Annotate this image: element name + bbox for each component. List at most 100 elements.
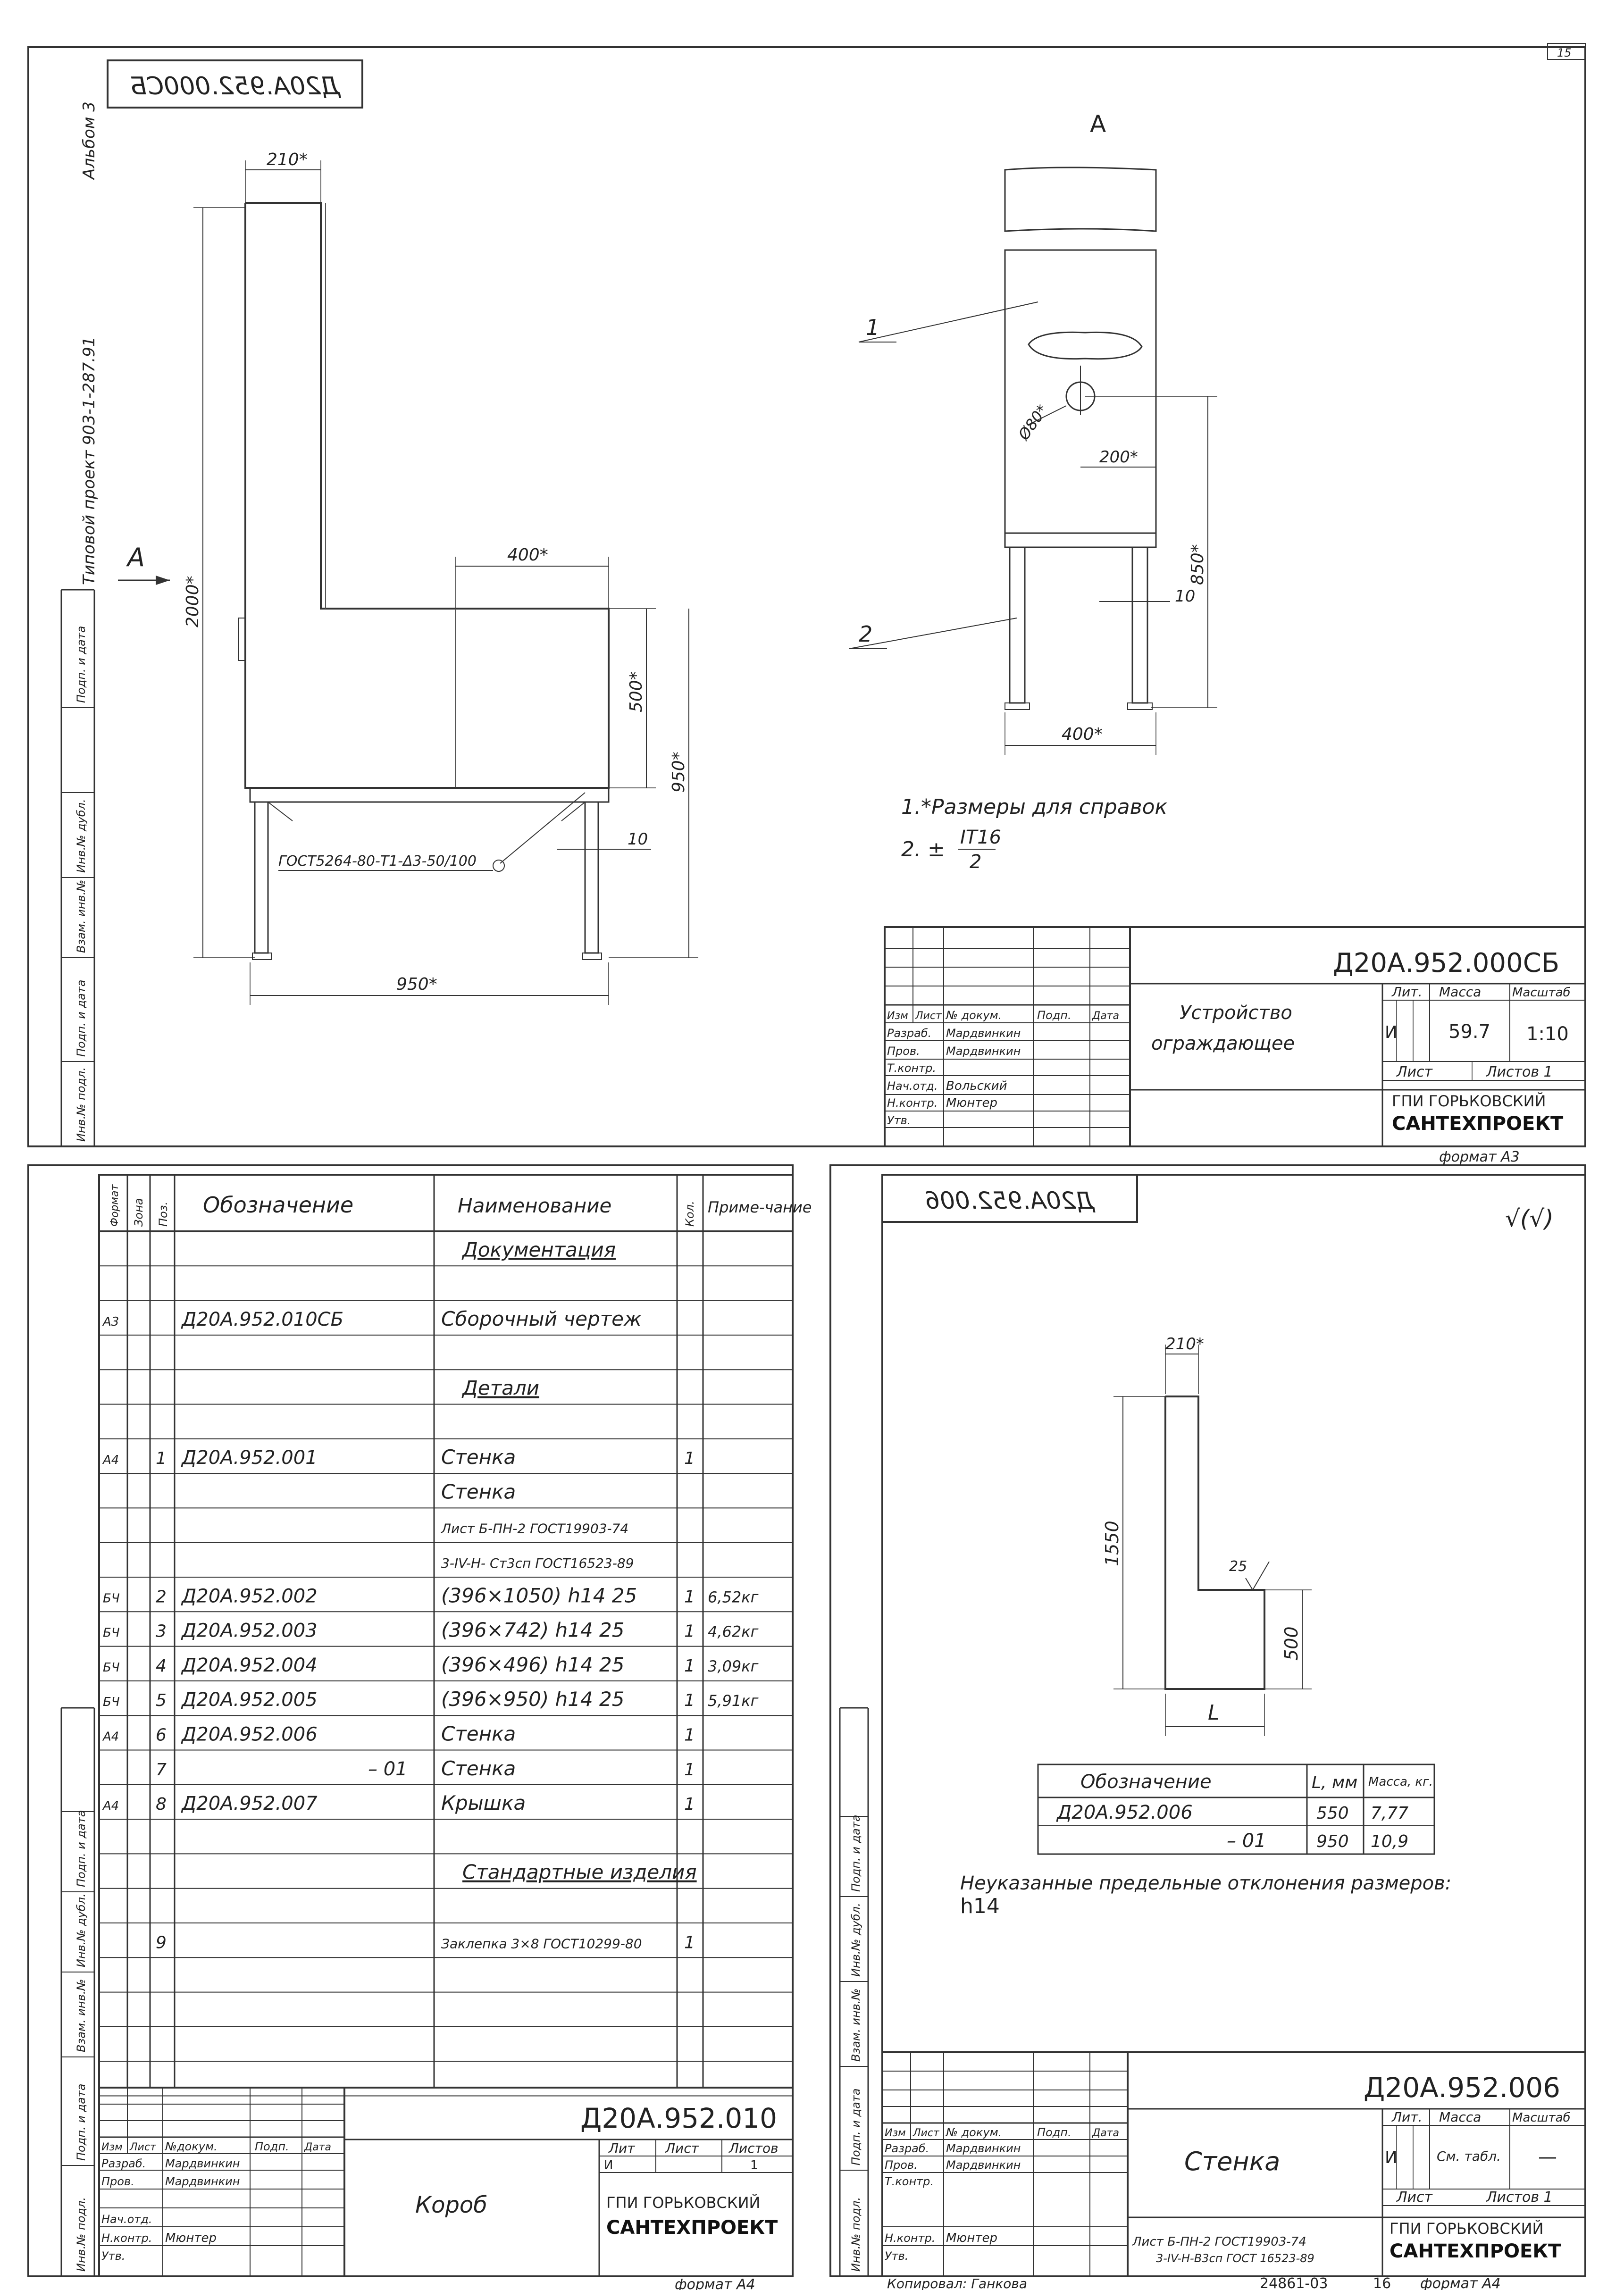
size-row1-code: Д20А.952.006 [1056,1802,1193,1823]
tb3-code: Д20А.952.006 [1364,2072,1560,2104]
sheet1-notes: 1.*Размеры для справок 2. ± IT16 2 [901,795,1167,873]
spec-cell-pos: 9 [156,1933,167,1952]
tb2-lit: И [604,2158,613,2173]
dim-210: 210* [267,150,308,169]
part-sheet: Инв.№ подл. Подп. и дата Взам. инв.№ Инв… [839,1174,1586,2290]
note-frac-num: IT16 [960,827,1001,848]
pos-2: 2 [859,621,872,647]
side-view: 210* 2000* 400* 500* 950* 950* 10 ГОС [118,150,698,1005]
spec-cell-name: (396×950) h14 25 [441,1688,625,1711]
spec-cell-note: 6,52кг [708,1588,759,1606]
tb1-org1: ГПИ ГОРЬКОВСКИЙ [1392,1092,1546,1110]
part-strip-4: Инв.№ дубл. [849,1903,862,1977]
tb1-sheets-label: Листов 1 [1486,1064,1553,1080]
spec-cell-fmt: БЧ [103,1695,120,1709]
tb1-role-1: Пров. [887,1045,920,1058]
tb1-role-2: Т.контр. [887,1061,936,1075]
tb1-hdr-list: Лист [915,1010,942,1022]
tb2-lit-label: Лит [608,2140,635,2156]
spec-cell-note: 5,91кг [708,1692,759,1710]
part-dim-l: L [1208,1701,1220,1725]
spec-cell-name: (396×1050) h14 25 [441,1584,637,1607]
spec-hdr-note: Приме-чание [708,1198,812,1216]
note-2: 2. ± [901,837,945,861]
tb3-scale-label: Масштаб [1512,2111,1571,2125]
tb2-role-1: Пров. [101,2175,134,2188]
spec-cell-name: Крышка [441,1791,526,1814]
spec-cell-pos: 5 [156,1691,167,1710]
spec-cell-qty: 1 [684,1622,695,1641]
weld-symbol: ГОСТ5264-80-Т1-Δ3-50/100 [278,853,477,869]
tolerance-value: h14 [960,1894,1000,1918]
view-a: А Ø80* 200* 850* 10 400* 1 2 [849,110,1217,755]
spec-strip-1: Инв.№ подл. [75,2197,88,2272]
side-strip: Альбом 3 Типовой проект 903-1-287.91 Инв… [60,101,99,1146]
spec-cell-code: Д20А.952.002 [181,1585,318,1607]
hole-dim: Ø80* [1014,401,1051,444]
spec-cell-code: Д20А.952.006 [181,1724,318,1746]
tb3-role-4: Н.контр. [885,2231,935,2245]
tb3-sheet-label: Лист [1396,2189,1433,2206]
spec-cell-fmt: А4 [102,1453,119,1467]
view-a-label: А [1090,110,1106,138]
tb3-role-0: Разраб. [885,2142,929,2155]
tb1-role-4: Н.контр. [887,1096,938,1110]
dim-950v: 950* [669,752,688,793]
part-dim-1550: 1550 [1102,1521,1122,1566]
tolerance-note: Неуказанные предельные отклонения размер… [960,1872,1451,1894]
spec-cell-pos: 2 [156,1587,167,1606]
tb2-org2: САНТЕХПРОЕКТ [606,2217,778,2239]
tb1-role-0: Разраб. [887,1027,931,1040]
tb3-role-1: Пров. [885,2158,918,2172]
page-number: 15 [1557,46,1572,59]
tb2-code: Д20А.952.010 [580,2102,777,2134]
tb1-mass-label: Масса [1439,984,1481,1000]
tb1-name-3: Вольский [946,1079,1007,1093]
tb1-lit-label: Лит. [1391,984,1422,1000]
tb2-hdr-doc: №докум. [164,2140,218,2153]
tb2-format: формат А4 [675,2276,755,2290]
tb1-name-0: Мардвинкин [946,1027,1021,1040]
spec-hdr-zone: Зона [132,1198,145,1227]
tb2-role-4: Н.контр. [101,2231,152,2245]
spec-strip-3: Взам. инв.№ [75,1979,88,2052]
tb1-hdr-doc: № докум. [945,1009,1002,1022]
spec-cell-name: Документация [461,1238,616,1261]
album-label: Альбом 3 [80,101,99,180]
tb2-sheets: 1 [750,2158,758,2173]
spec-cell-name: Заклепка 3×8 ГОСТ10299-80 [441,1936,642,1951]
spec-cell-pos: 6 [156,1726,167,1745]
tb3-lit: И [1385,2148,1398,2167]
pos-1: 1 [866,315,879,340]
tb2-sheets-label: Листов [728,2140,779,2156]
spec-cell-name: Стенка [441,1480,516,1503]
spec-cell-note: 3,09кг [708,1657,759,1675]
spec-strip-4: Инв.№ дубл. [75,1893,88,1967]
tb1-sheet-label: Лист [1396,1064,1433,1080]
view-a-width: 400* [1062,725,1103,744]
size-row1-l: 550 [1316,1804,1349,1823]
title-block-1: Изм Лист № докум. Подп. Дата Разраб. Мар… [884,926,1586,1165]
dim-2000: 2000* [183,576,202,627]
tb3-role-5: Утв. [885,2249,908,2263]
offset-dim: 200* [1099,448,1138,467]
tb3-hdr-date: Дата [1092,2127,1119,2139]
spec-cell-name: Детали [461,1377,539,1400]
tb1-scale-label: Масштаб [1512,986,1571,1000]
spec-cell-pos: 8 [156,1795,167,1814]
tb3-role-2: Т.контр. [885,2175,934,2188]
spec-cell-fmt: БЧ [103,1661,120,1675]
size-row2-m: 10,9 [1371,1832,1408,1851]
spec-strip-5: Подп. и дата [75,1810,88,1888]
tb3-name-0: Мардвинкин [946,2142,1021,2155]
tb3-mass: См. табл. [1437,2148,1501,2164]
tb2-name-1: Мардвинкин [165,2175,240,2188]
tb2-name-4: Мюнтер [165,2231,217,2245]
part-mirrored-code: Д20А.952.006 [925,1187,1096,1214]
spec-cell-fmt: А4 [102,1799,119,1813]
spec-cell-name: Стенка [441,1446,516,1469]
part-roughness: 25 [1229,1558,1247,1575]
spec-hdr-name: Наименование [458,1194,611,1217]
size-hdr-mass: Масса, кг. [1368,1775,1433,1789]
spec-cell-fmt: А4 [102,1730,119,1744]
